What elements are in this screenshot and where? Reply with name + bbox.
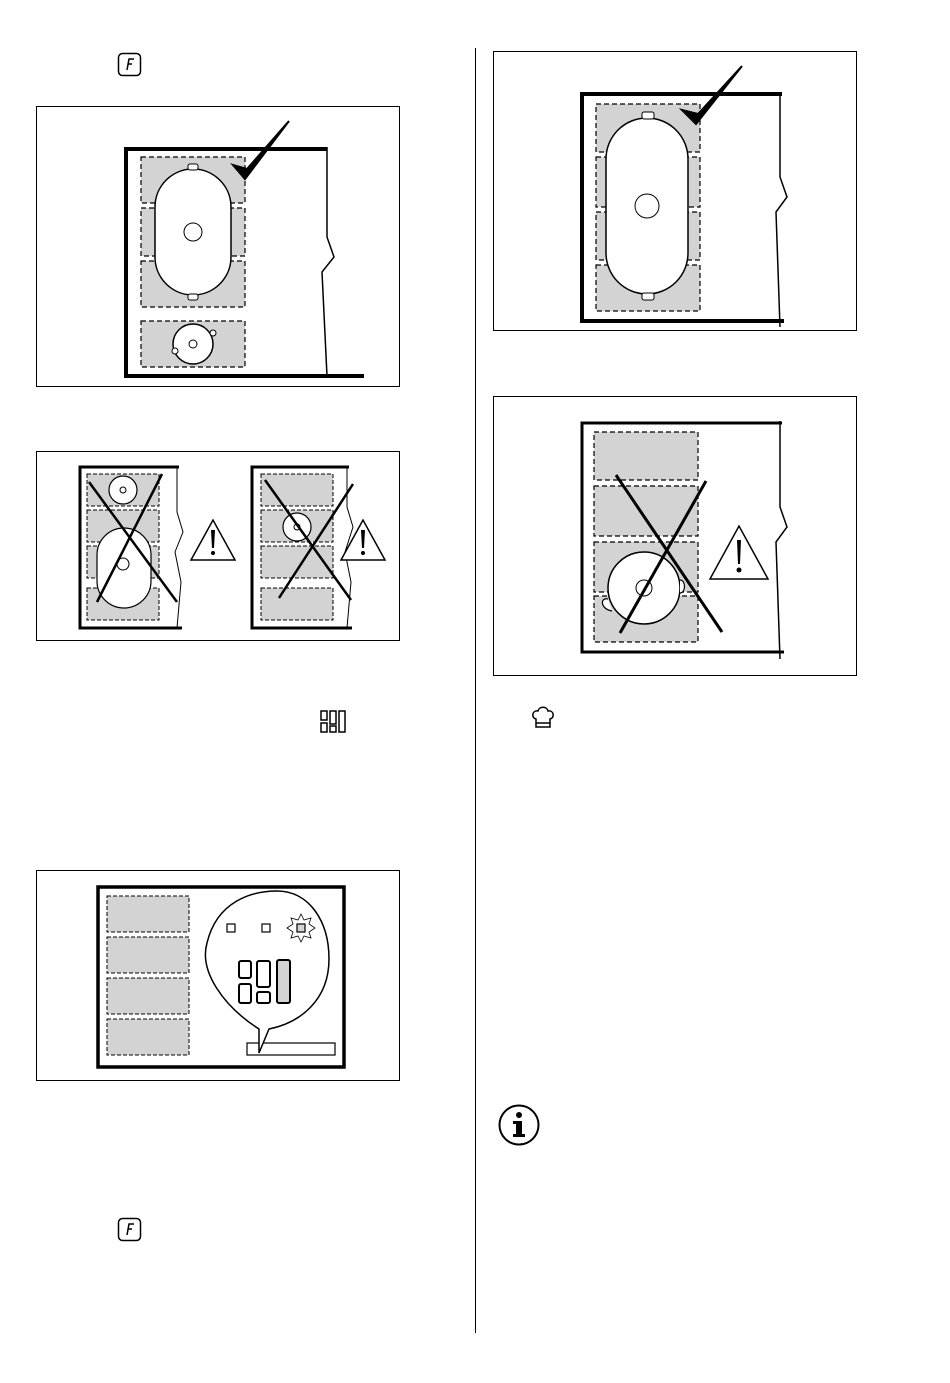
figure-incorrect-small-pot-right-art [494,397,858,677]
figure-display-bridge-left-art [37,871,401,1082]
info-icon [497,1103,541,1147]
figure-incorrect-small-pot-right [493,396,857,676]
column-divider [475,48,476,1333]
bridge-zone-icon [319,709,347,735]
figure-correct-bridge-right-art [494,52,858,332]
f-key-icon [117,52,143,78]
figure-correct-bridge-left [36,106,400,387]
chef-hat-icon [530,705,556,731]
figure-correct-bridge-right [493,51,857,331]
figure-correct-bridge-left-art [37,107,401,388]
f-key-icon [117,1217,143,1243]
figure-incorrect-pairs-left [36,451,400,641]
figure-display-bridge-left [36,870,400,1081]
figure-incorrect-pairs-left-art [37,452,401,642]
